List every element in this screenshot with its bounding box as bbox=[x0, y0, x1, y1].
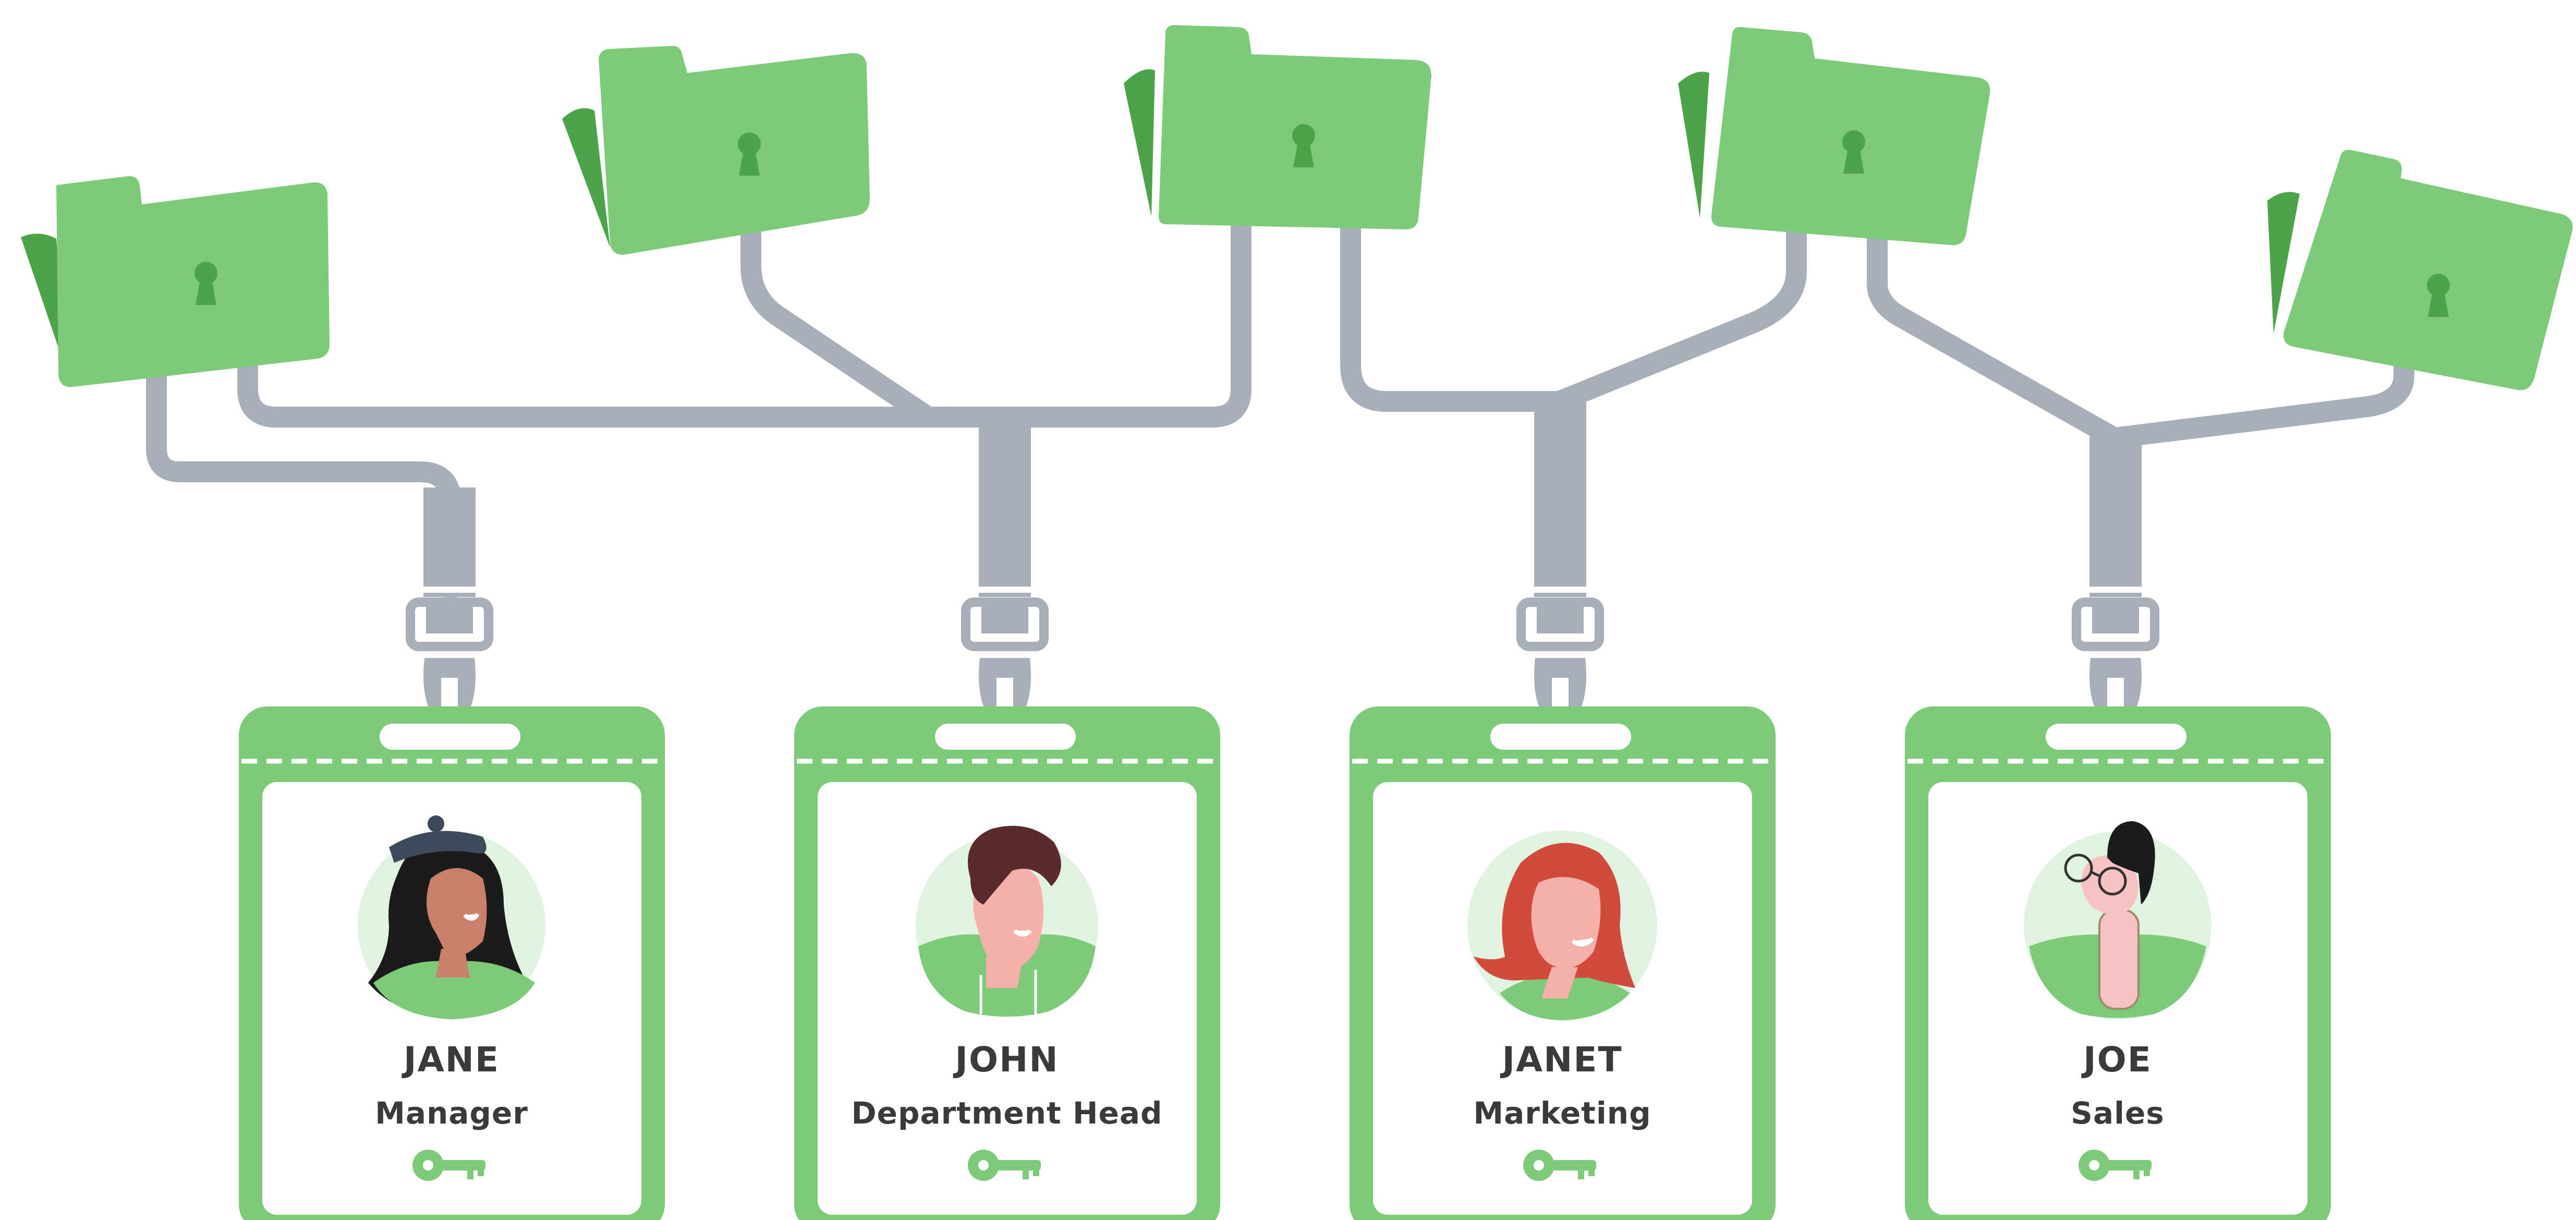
badge-name: JOHN bbox=[953, 1040, 1059, 1080]
badge-slot bbox=[2046, 724, 2186, 750]
badge-role: Sales bbox=[2071, 1095, 2165, 1131]
connector-lines bbox=[146, 209, 2414, 600]
woman-red-hair-avatar bbox=[1467, 831, 1657, 1020]
folder-lock-icon bbox=[738, 132, 761, 176]
lanyard-straps bbox=[423, 399, 2142, 597]
key-icon bbox=[968, 1150, 1041, 1181]
folder-2[interactable] bbox=[562, 46, 870, 255]
badge-slot bbox=[935, 724, 1076, 750]
badge-john[interactable]: JOHN Department Head bbox=[794, 706, 1220, 1220]
badge-jane[interactable]: JANE Manager bbox=[239, 706, 665, 1220]
key-icon bbox=[1523, 1150, 1596, 1181]
folder-lock-icon bbox=[2427, 274, 2450, 317]
badge-role: Marketing bbox=[1473, 1095, 1651, 1131]
folder-lock-icon bbox=[1292, 124, 1315, 167]
folder-lock-icon bbox=[1842, 130, 1865, 174]
badge-slot bbox=[1490, 724, 1631, 750]
woman-beret-avatar bbox=[358, 815, 545, 1019]
key-icon bbox=[2079, 1150, 2152, 1181]
folder-3[interactable] bbox=[1124, 25, 1431, 229]
badge-joe[interactable]: JOE Sales bbox=[1905, 706, 2331, 1220]
folder-lock-icon bbox=[195, 262, 217, 305]
badge-name: JANET bbox=[1500, 1040, 1623, 1080]
key-icon bbox=[412, 1150, 485, 1181]
badge-name: JOE bbox=[2081, 1040, 2152, 1080]
badge-janet[interactable]: JANET Marketing bbox=[1350, 706, 1776, 1220]
man-glasses-avatar bbox=[2024, 821, 2212, 1019]
lanyard-clips bbox=[406, 587, 2159, 733]
folder-1[interactable] bbox=[21, 176, 330, 387]
badge-name: JANE bbox=[402, 1040, 500, 1080]
badge-role: Manager bbox=[375, 1095, 528, 1131]
badge-slot bbox=[380, 724, 520, 750]
man-curly-hair-avatar bbox=[916, 825, 1098, 1017]
folder-4[interactable] bbox=[1678, 27, 1990, 246]
badge-role: Department Head bbox=[852, 1095, 1163, 1131]
folder-5[interactable] bbox=[2267, 150, 2573, 391]
